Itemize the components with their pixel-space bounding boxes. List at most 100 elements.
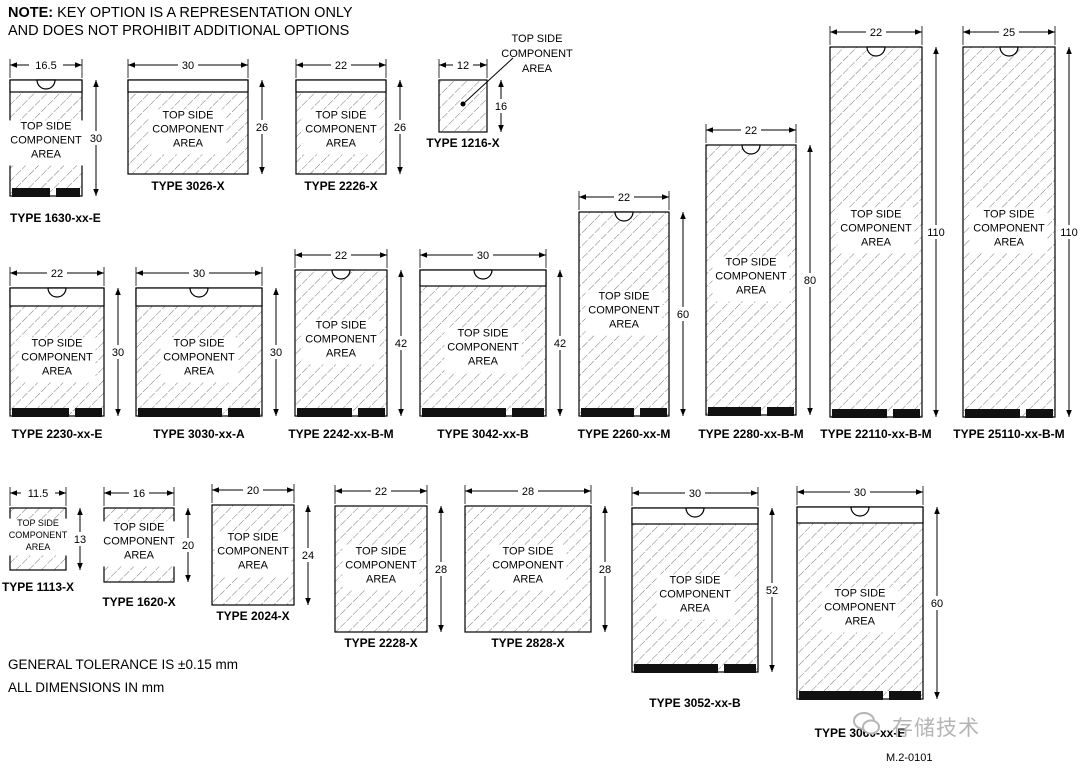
width-value: 22 bbox=[51, 268, 63, 280]
dimension-backing bbox=[800, 273, 820, 287]
area-label-line: COMPONENT bbox=[715, 271, 787, 283]
dimension-backing bbox=[614, 190, 634, 203]
length-value: 26 bbox=[394, 122, 406, 134]
callout-label-line: COMPONENT bbox=[501, 48, 573, 60]
area-label-backing bbox=[302, 319, 380, 365]
width-value: 22 bbox=[375, 486, 387, 498]
area-label-line: TOP SIDE bbox=[599, 291, 650, 303]
width-value: 22 bbox=[870, 27, 882, 39]
edge-connector-pins bbox=[358, 408, 385, 417]
length-value: 60 bbox=[931, 598, 943, 610]
type-label: TYPE 3060-xx-E bbox=[815, 726, 906, 740]
area-label-line: TOP SIDE bbox=[835, 588, 886, 600]
type-label: TYPE 1630-xx-E bbox=[10, 211, 101, 225]
area-label-line: COMPONENT bbox=[152, 124, 224, 136]
length-value: 80 bbox=[804, 275, 816, 287]
edge-connector-pins bbox=[767, 407, 794, 416]
type-label: TYPE 3026-X bbox=[151, 179, 224, 193]
length-value: 30 bbox=[270, 347, 282, 359]
note-line-2: AND DOES NOT PROHIBIT ADDITIONAL OPTIONS bbox=[8, 23, 350, 39]
area-label-line: COMPONENT bbox=[345, 560, 417, 572]
area-label-line: TOP SIDE bbox=[458, 328, 509, 340]
area-label-backing bbox=[6, 518, 70, 556]
type-label: TYPE 2226-X bbox=[304, 179, 377, 193]
area-label-line: TOP SIDE bbox=[984, 209, 1035, 221]
dimension-backing bbox=[86, 131, 106, 145]
area-label-line: TOP SIDE bbox=[670, 575, 721, 587]
dimension-backing bbox=[252, 120, 272, 134]
mounting-notch bbox=[189, 287, 209, 298]
note-text: NOTE: KEY OPTION IS A REPRESENTATION ONL… bbox=[8, 4, 353, 40]
edge-connector-pins bbox=[893, 409, 920, 418]
area-label-backing bbox=[821, 587, 899, 633]
edge-connector-pins bbox=[228, 408, 260, 417]
type-label: TYPE 25110-xx-B-M bbox=[953, 427, 1064, 441]
edge-connector-pins bbox=[724, 664, 756, 673]
width-value: 28 bbox=[522, 486, 534, 498]
type-label: TYPE 2280-xx-B-M bbox=[698, 427, 803, 441]
callout-label-line: AREA bbox=[522, 63, 553, 75]
edge-connector-pins bbox=[965, 409, 1020, 418]
area-label-line: COMPONENT bbox=[163, 352, 235, 364]
dimension-backing bbox=[21, 486, 55, 499]
dimension-backing bbox=[453, 58, 473, 71]
area-label-backing bbox=[444, 327, 522, 373]
length-value: 30 bbox=[112, 347, 124, 359]
mounting-notch bbox=[473, 269, 493, 280]
length-value: 20 bbox=[182, 540, 194, 552]
width-value: 22 bbox=[745, 125, 757, 137]
type-label: TYPE 1620-X bbox=[102, 595, 175, 609]
area-label-line: AREA bbox=[609, 319, 640, 331]
dimension-backing bbox=[927, 596, 947, 610]
dimension-backing bbox=[298, 548, 318, 562]
area-label-line: COMPONENT bbox=[588, 305, 660, 317]
dimension-backing bbox=[685, 486, 705, 499]
type-label: TYPE 3030-xx-A bbox=[153, 427, 245, 441]
edge-connector-pins bbox=[889, 691, 921, 700]
length-value: 110 bbox=[1060, 227, 1078, 239]
area-label-line: TOP SIDE bbox=[174, 338, 225, 350]
dimension-backing bbox=[762, 583, 782, 597]
width-value: 30 bbox=[182, 60, 194, 72]
dimension-backing bbox=[178, 538, 198, 552]
mounting-notch bbox=[866, 46, 886, 57]
tolerance-note: GENERAL TOLERANCE IS ±0.15 mm bbox=[8, 657, 238, 672]
type-label: TYPE 2228-X bbox=[344, 636, 417, 650]
mounting-notch bbox=[614, 211, 634, 222]
area-label-backing bbox=[837, 208, 915, 254]
area-label-backing bbox=[149, 109, 227, 155]
dimension-backing bbox=[866, 25, 886, 38]
type-label: TYPE 1113-X bbox=[2, 580, 74, 594]
width-value: 30 bbox=[477, 250, 489, 262]
dimension-backing bbox=[473, 248, 493, 261]
area-label-backing bbox=[585, 290, 663, 336]
area-label-line: AREA bbox=[680, 603, 711, 615]
dimension-backing bbox=[431, 562, 451, 576]
edge-connector-pins bbox=[799, 691, 883, 700]
edge-connector-pins bbox=[12, 408, 69, 417]
dimension-backing bbox=[999, 25, 1019, 38]
width-value: 12 bbox=[457, 60, 469, 72]
edge-connector-pins bbox=[640, 408, 667, 417]
type-label: TYPE 3052-xx-B bbox=[649, 696, 741, 710]
area-label-line: COMPONENT bbox=[447, 342, 519, 354]
mounting-notch bbox=[685, 507, 705, 518]
edge-connector-pins bbox=[422, 408, 506, 417]
edge-connector-pins bbox=[138, 408, 222, 417]
type-label: TYPE 1216-X bbox=[426, 136, 499, 150]
dimension-backing bbox=[266, 345, 286, 359]
length-value: 16 bbox=[495, 101, 507, 113]
area-label-backing bbox=[489, 545, 567, 591]
watermark-text: 存储技术 bbox=[892, 717, 980, 740]
note-label: NOTE: bbox=[8, 5, 54, 21]
edge-connector-pins bbox=[12, 188, 50, 197]
dimension-backing bbox=[518, 484, 538, 497]
